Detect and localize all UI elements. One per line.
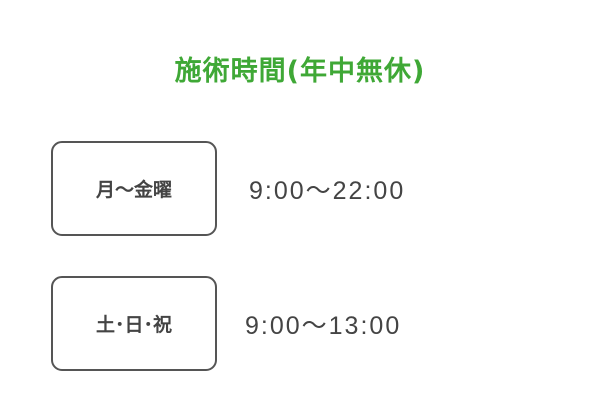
hours-value: 9:00～13:00 [245,311,402,340]
hours-value: 9:00～22:00 [249,176,406,205]
day-label-box: 月～金曜 [51,141,217,236]
page-title: 施術時間(年中無休) [174,56,426,87]
day-label: 月～金曜 [95,179,172,201]
schedule-row-weekdays: 月～金曜 9:00～22:00 [0,141,600,236]
schedule-row-weekends-holidays: 土･日･祝 9:00～13:00 [0,276,600,371]
day-label: 土･日･祝 [95,314,172,336]
day-label-box: 土･日･祝 [51,276,217,371]
